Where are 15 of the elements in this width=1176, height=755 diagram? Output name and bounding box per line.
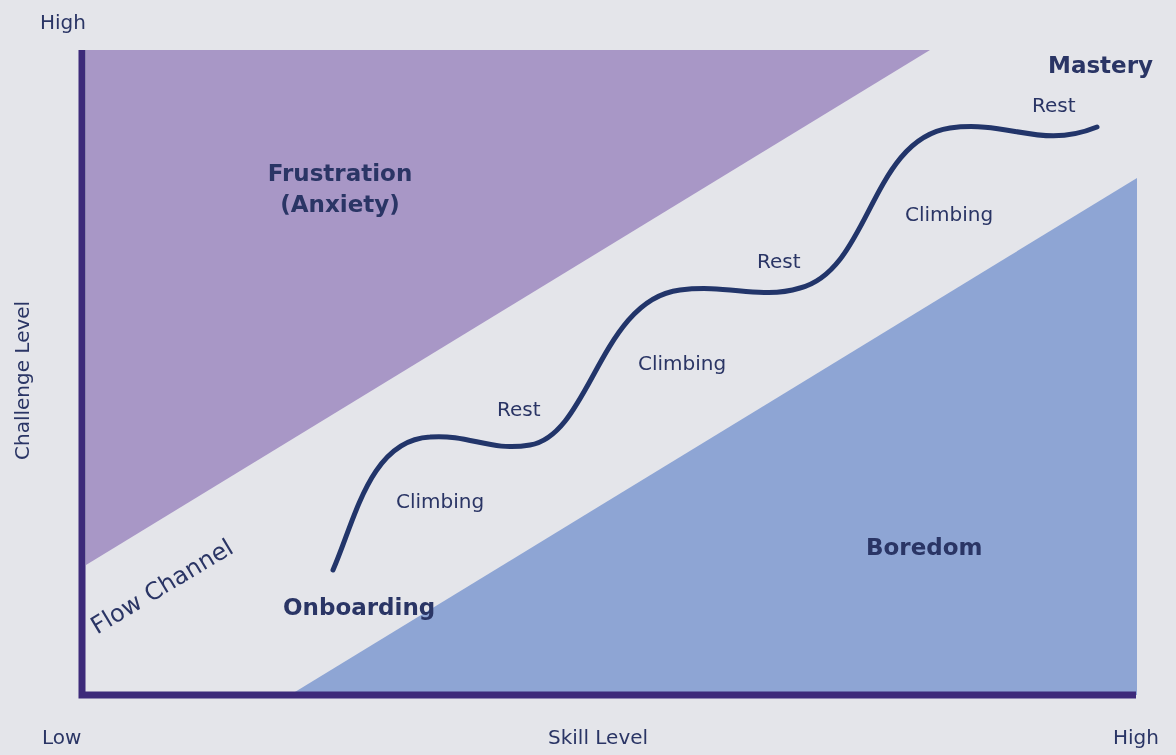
axis-title: Challenge Level — [10, 300, 34, 460]
curve-label: Climbing — [638, 351, 727, 375]
zone-label: Boredom — [866, 534, 983, 560]
axis-tick-label: Low — [42, 725, 82, 749]
stage-label: Mastery — [1048, 52, 1154, 78]
curve-label: Rest — [1032, 93, 1076, 117]
stage-label: Onboarding — [283, 594, 436, 620]
curve-label: Rest — [757, 249, 801, 273]
curve-label: Rest — [497, 397, 541, 421]
curve-label: Climbing — [905, 202, 994, 226]
curve-label: Climbing — [396, 489, 485, 513]
axis-title: Skill Level — [548, 725, 649, 749]
axis-tick-label: High — [1113, 725, 1159, 749]
zone-label: Frustration (Anxiety) — [266, 159, 414, 220]
axis-tick-label: High — [40, 10, 86, 34]
